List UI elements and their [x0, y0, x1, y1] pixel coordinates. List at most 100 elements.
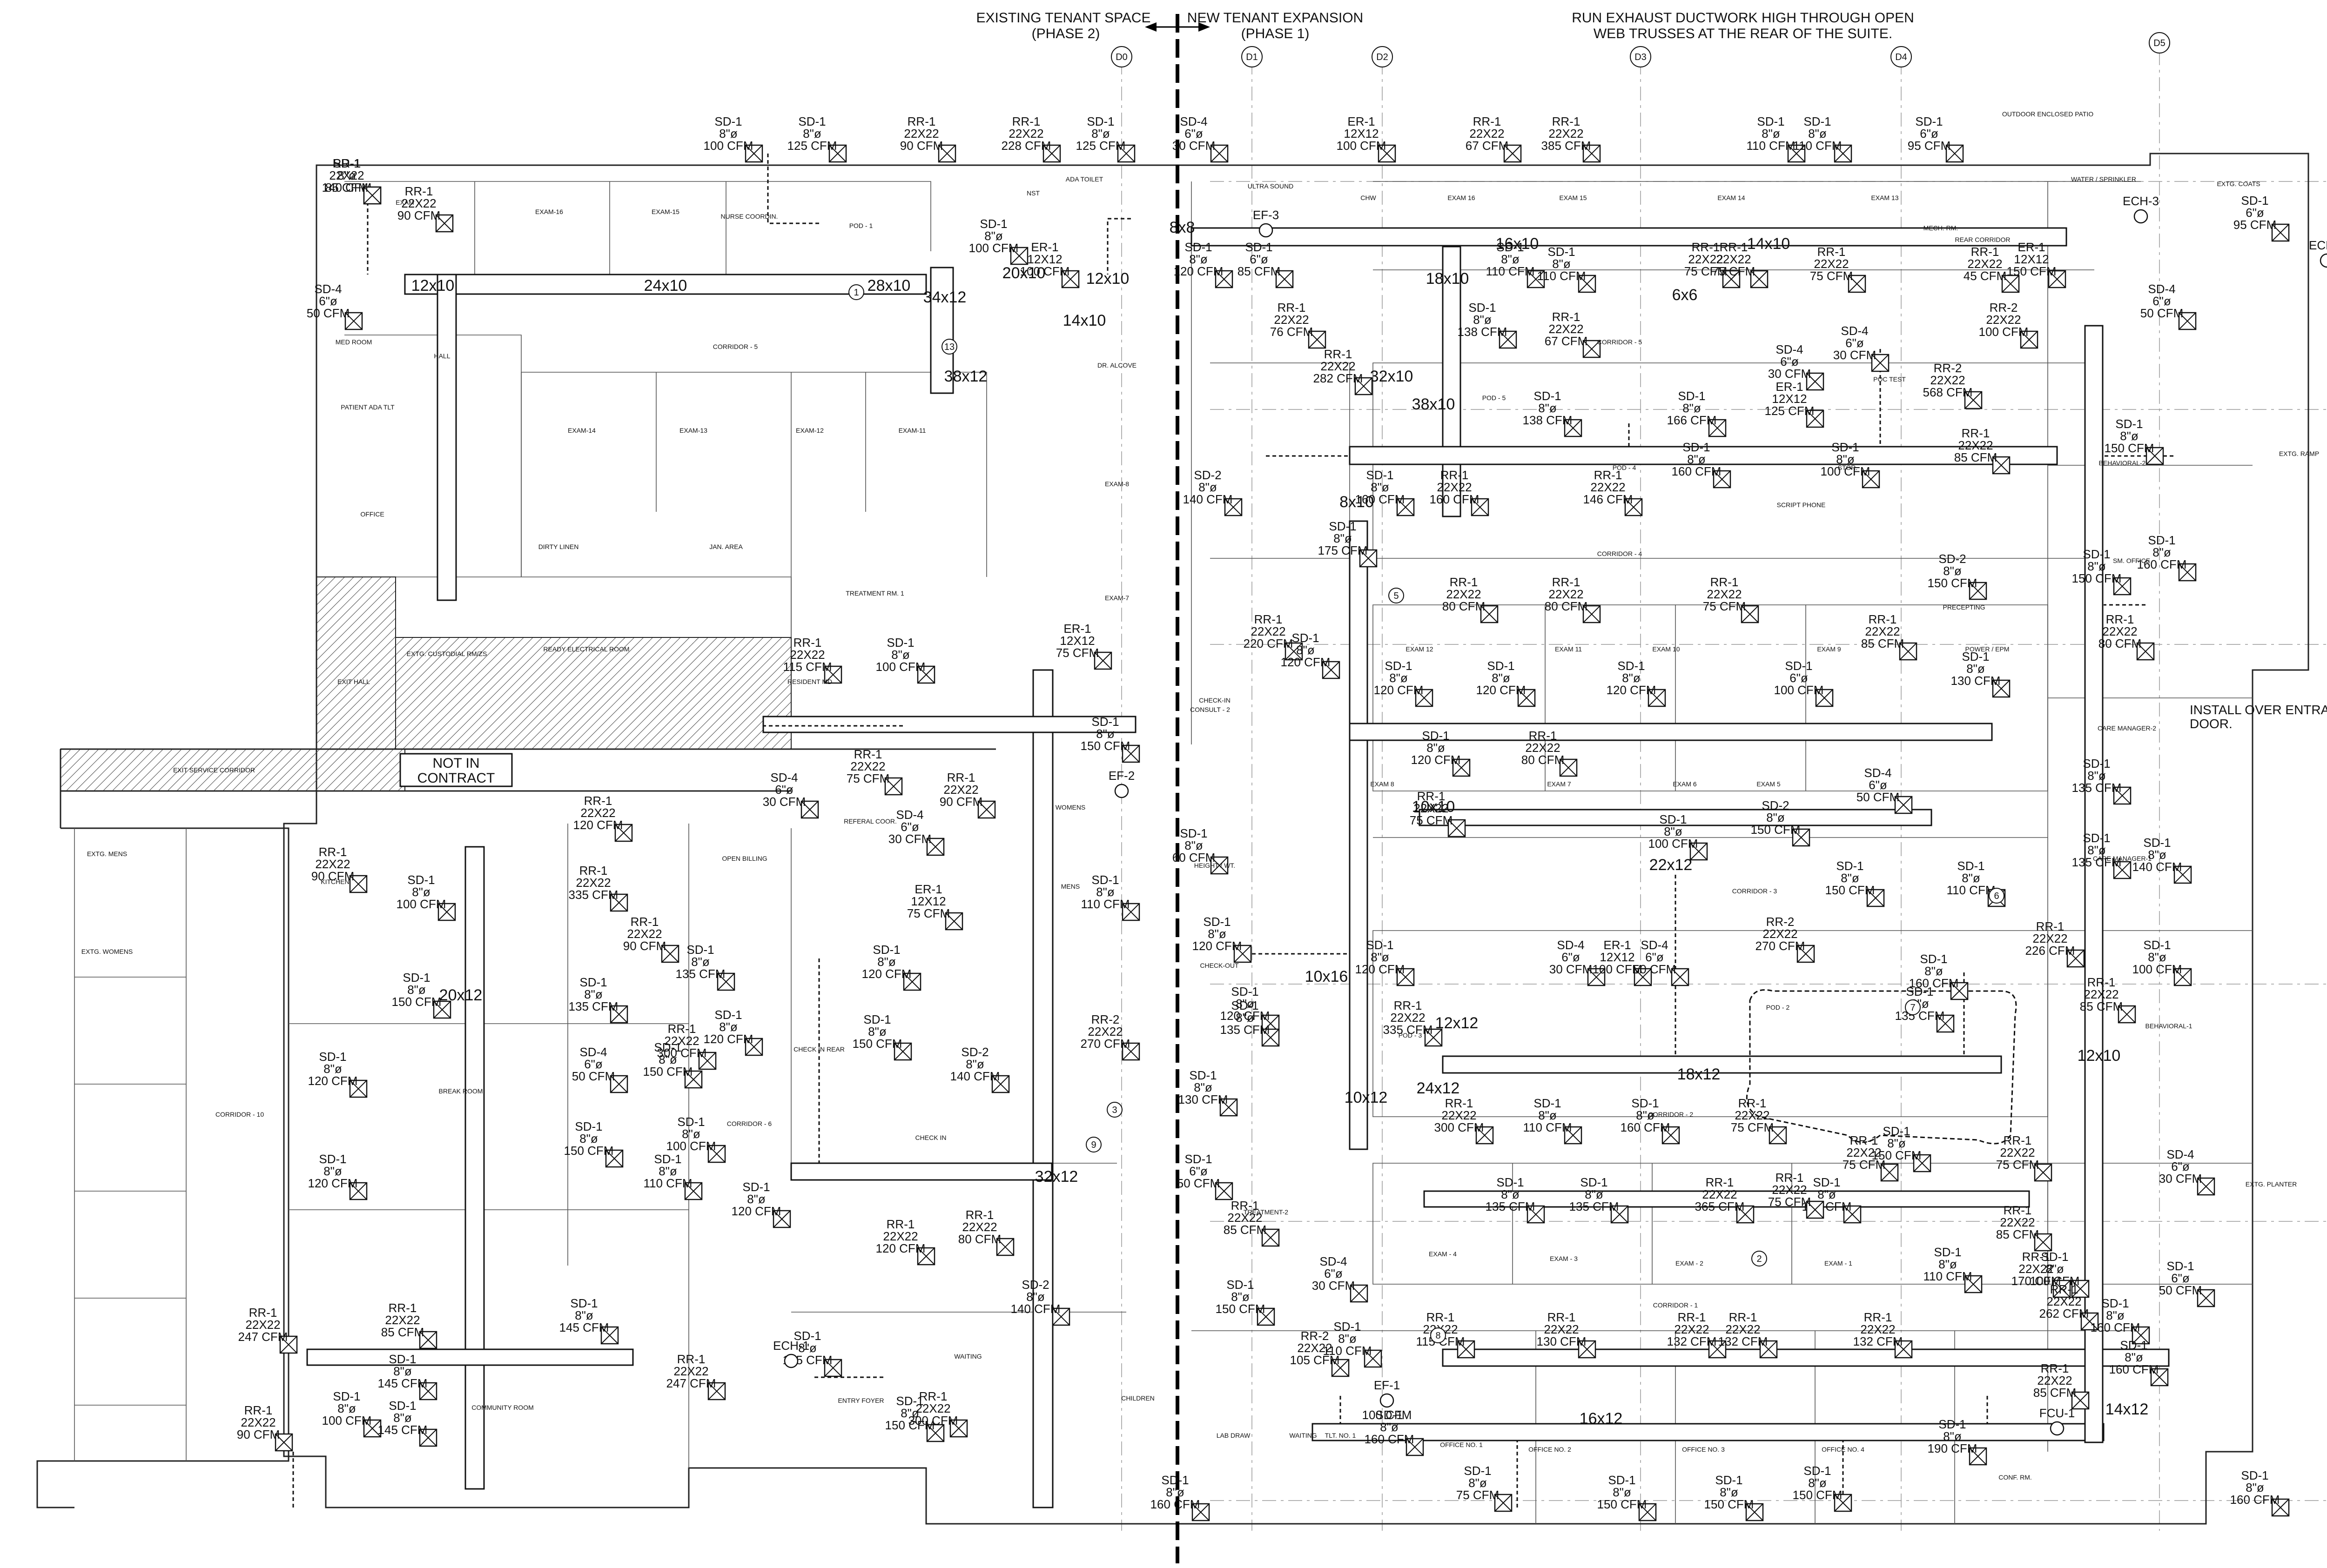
diffuser-cfm: 160 CFM	[2091, 1320, 2140, 1334]
diffuser-size: 8"ø	[575, 1308, 593, 1322]
diffuser-size: 22X22	[1548, 322, 1583, 336]
duct-size-label: 12x10	[1086, 270, 1130, 288]
room-label: CHECK IN REAR	[794, 1045, 845, 1053]
diffuser-cfm: 300 CFM	[1434, 1120, 1484, 1134]
diffuser-sd-1: SD-16"ø95 CFM	[2233, 194, 2290, 242]
diffuser-tag: SD-1	[1203, 915, 1231, 929]
diffuser-tag: SD-1	[2241, 194, 2268, 208]
diffuser-tag: ER-1	[1603, 938, 1631, 952]
duct-size-label: 32x12	[1035, 1168, 1078, 1186]
diffuser-size: 8"ø	[659, 1052, 677, 1066]
diffuser-tag: SD-1	[2120, 1338, 2147, 1352]
diffuser-tag: RR-1	[1971, 245, 1999, 259]
room-label: POD - 5	[1482, 394, 1506, 402]
diffuser-size: 22X22	[1674, 1322, 1709, 1336]
room-label: EXAM	[396, 199, 414, 206]
diffuser-cfm: 270 CFM	[1755, 939, 1805, 953]
diffuser-cfm: 90 CFM	[900, 139, 943, 153]
diffuser-cfm: 85 CFM	[1237, 264, 1280, 278]
diffuser-cfm: 335 CFM	[569, 888, 619, 902]
diffuser-cfm: 140 CFM	[2132, 860, 2182, 874]
diffuser-tag: SD-1	[1915, 114, 1943, 128]
diffuser-cfm: 247 CFM	[666, 1376, 716, 1390]
diffuser-size: 8"ø	[1808, 127, 1827, 141]
diffuser-tag: RR-1	[1776, 1171, 1804, 1185]
diffuser-tag: SD-1	[1831, 440, 1859, 454]
diffuser-tag: SD-4	[2148, 282, 2175, 296]
room-label: MECH. RM.	[1923, 224, 1958, 232]
diffuser-cfm: 138 CFM	[1458, 325, 1507, 339]
diffuser-sd-4: SD-46"ø50 CFM	[1633, 938, 1689, 986]
diffuser-tag: SD-1	[2115, 417, 2143, 431]
room-label: OFFICE NO. 3	[1682, 1446, 1725, 1453]
diffuser-cfm: 115 CFM	[783, 660, 832, 674]
diffuser-size: 6"ø	[1869, 778, 1887, 792]
room-label: POC TEST	[1873, 375, 1906, 383]
diffuser-cfm: 105 CFM	[1290, 1353, 1340, 1367]
room-label: OFFICE	[360, 510, 384, 518]
diffuser-cfm: 85 CFM	[1954, 450, 1997, 464]
diffuser-cfm: 145 CFM	[378, 1376, 428, 1390]
diffuser-tag: RR-1	[1012, 114, 1041, 128]
diffuser-tag: SD-1	[403, 971, 430, 985]
diffuser-size: 8"ø	[1236, 1011, 1254, 1025]
diffuser-tag: SD-1	[1184, 240, 1212, 254]
diffuser-tag: SD-1	[1385, 659, 1412, 673]
diffuser-cfm: 228 CFM	[1002, 139, 1051, 153]
diffuser-size: 22X22	[1088, 1025, 1123, 1039]
duct-size-label: 8x8	[1170, 219, 1195, 236]
diffuser-tag: RR-1	[1278, 301, 1306, 315]
diffuser-size: 12X12	[1027, 252, 1062, 266]
room-label: EXAM-14	[568, 427, 596, 434]
room-label: EXAM - 1	[1824, 1260, 1852, 1267]
keynote-number: 8	[1435, 1331, 1440, 1341]
diffuser-tag: SD-1	[389, 1399, 416, 1413]
diffuser-tag: SD-1	[2083, 831, 2110, 845]
diffuser-size: 22X22	[904, 127, 939, 141]
room-label: ADA TOILET	[1066, 175, 1103, 183]
diffuser-cfm: 150 CFM	[1216, 1302, 1265, 1316]
diffuser-size: 8"ø	[1836, 452, 1855, 466]
room-label: CARE MANAGER-1	[2093, 855, 2152, 862]
diffuser-tag: SD-1	[714, 1008, 742, 1022]
equipment-tag: EF-3	[1253, 208, 1279, 222]
not-in-contract-line2: CONTRACT	[417, 771, 495, 786]
diffuser-tag: SD-1	[2101, 1296, 2129, 1310]
room-label: EXAM 16	[1447, 194, 1475, 201]
diffuser-size: 8"ø	[412, 885, 430, 899]
keynote-number: 9	[1091, 1140, 1096, 1150]
diffuser-tag: SD-4	[1180, 114, 1207, 128]
room-label: CHILDREN	[1121, 1394, 1155, 1402]
diffuser-size: 22X22	[2000, 1215, 2035, 1229]
diffuser-cfm: 100 CFM	[397, 897, 446, 911]
diffuser-size: 8"ø	[1585, 1187, 1603, 1201]
duct-size-label: 8x10	[1339, 493, 1374, 511]
room-label: STOR.	[1838, 464, 1858, 471]
room-label: EXTG. COATS	[2217, 180, 2260, 188]
diffuser-cfm: 30 CFM	[1312, 1279, 1355, 1293]
diffuser-tag: RR-1	[579, 864, 608, 878]
diffuser-tag: SD-1	[1617, 659, 1645, 673]
diffuser-cfm: 85 CFM	[325, 181, 368, 194]
diffuser-size: 8"ø	[1236, 997, 1254, 1011]
